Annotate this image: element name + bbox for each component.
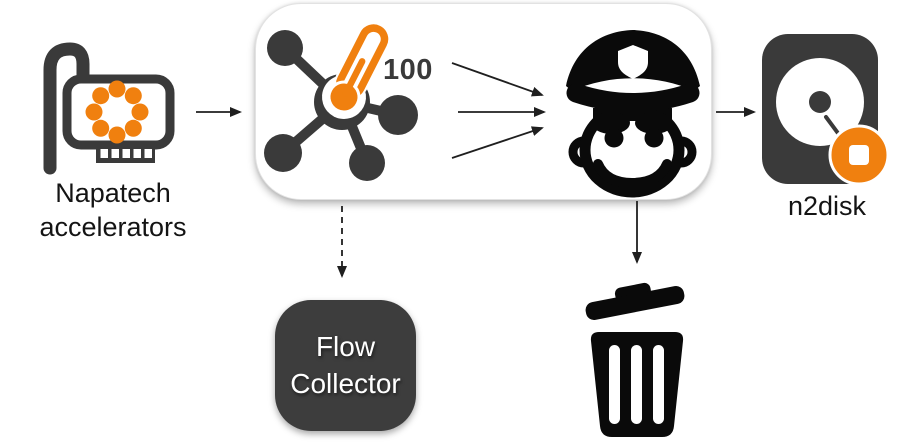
flow-collector-label: Flow Collector (275, 329, 416, 402)
police-cap-brim (566, 83, 700, 112)
flow-collector-label-line2: Collector (290, 367, 401, 399)
trash-can-icon (585, 282, 685, 437)
arrow-hub-to-police-bottom (451, 126, 544, 159)
nic-led-ring (85, 80, 149, 144)
nic-card-icon (43, 42, 175, 175)
arrow-hub-to-police-top (451, 62, 544, 97)
meter-value: 100 (383, 54, 433, 86)
napatech-label: Napatech accelerators (8, 177, 218, 245)
police-eye-left (604, 128, 624, 148)
hard-disk-icon (762, 34, 890, 186)
flow-collector-label-line1: Flow (315, 331, 376, 363)
n2disk-label: n2disk (787, 191, 867, 221)
trash-lid (585, 282, 685, 320)
police-eye-right (644, 128, 664, 148)
record-stop-badge-icon (828, 124, 890, 186)
flow-collector-box: Flow Collector (275, 300, 416, 431)
thermometer-icon (322, 22, 391, 119)
police-cap-badge (618, 45, 648, 79)
napatech-label-line1: Napatech (55, 178, 171, 208)
network-hub-icon (264, 22, 418, 181)
policeman-icon (566, 30, 700, 198)
napatech-label-line2: accelerators (39, 211, 187, 242)
